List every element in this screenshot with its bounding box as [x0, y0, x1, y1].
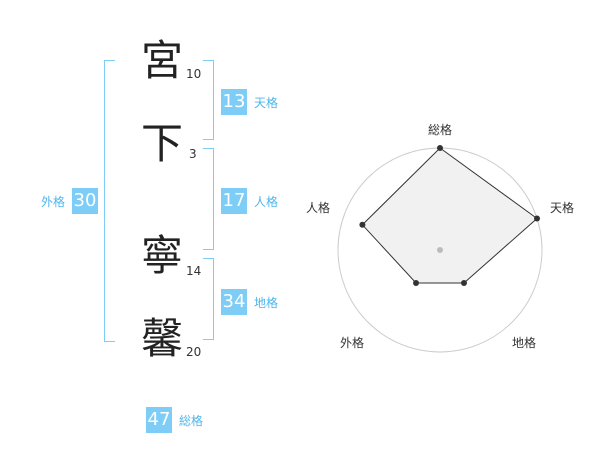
tenkaku-value: 13 — [221, 89, 247, 115]
radar-point-1 — [534, 215, 541, 222]
jinkaku-label: 人格 — [254, 195, 279, 209]
gaikaku-label: 外格 — [41, 195, 66, 209]
name-char-1: 宮 — [141, 36, 184, 85]
radar-axis-label-jinkaku: 人格 — [306, 200, 330, 215]
name-char-3: 寧 — [141, 231, 184, 280]
radar-axis-label-chikaku: 地格 — [512, 335, 536, 350]
radar-point-4 — [359, 221, 366, 228]
chikaku-label: 地格 — [254, 296, 279, 310]
radar-point-3 — [413, 280, 420, 287]
radar-point-0 — [437, 145, 443, 151]
gaikaku-value: 30 — [72, 188, 98, 214]
chikaku-value: 34 — [221, 289, 247, 315]
name-char-2: 下 — [141, 119, 184, 168]
stroke-count-2: 3 — [189, 147, 197, 161]
stroke-count-1: 10 — [186, 67, 202, 81]
radar-axis-label-soukaku: 総格 — [428, 122, 452, 137]
gaikaku-bracket — [104, 60, 115, 342]
radar-axis-label-tenkaku: 天格 — [550, 200, 574, 215]
stroke-count-4: 20 — [186, 345, 202, 359]
stroke-count-3: 14 — [186, 264, 202, 278]
name-char-4: 馨 — [141, 314, 184, 363]
jinkaku-value: 17 — [221, 188, 247, 214]
radar-axis-label-gaikaku: 外格 — [340, 335, 364, 350]
soukaku-label: 総格 — [179, 414, 204, 428]
tenkaku-label: 天格 — [254, 96, 279, 110]
soukaku-value: 47 — [146, 407, 172, 433]
radar-data-points — [359, 145, 541, 287]
radar-point-2 — [460, 280, 467, 287]
jinkaku-bracket — [203, 148, 214, 250]
chikaku-bracket — [203, 258, 214, 340]
radar-data-polygon — [361, 147, 538, 284]
tenkaku-bracket — [203, 60, 214, 140]
radar-center-point — [437, 247, 443, 253]
